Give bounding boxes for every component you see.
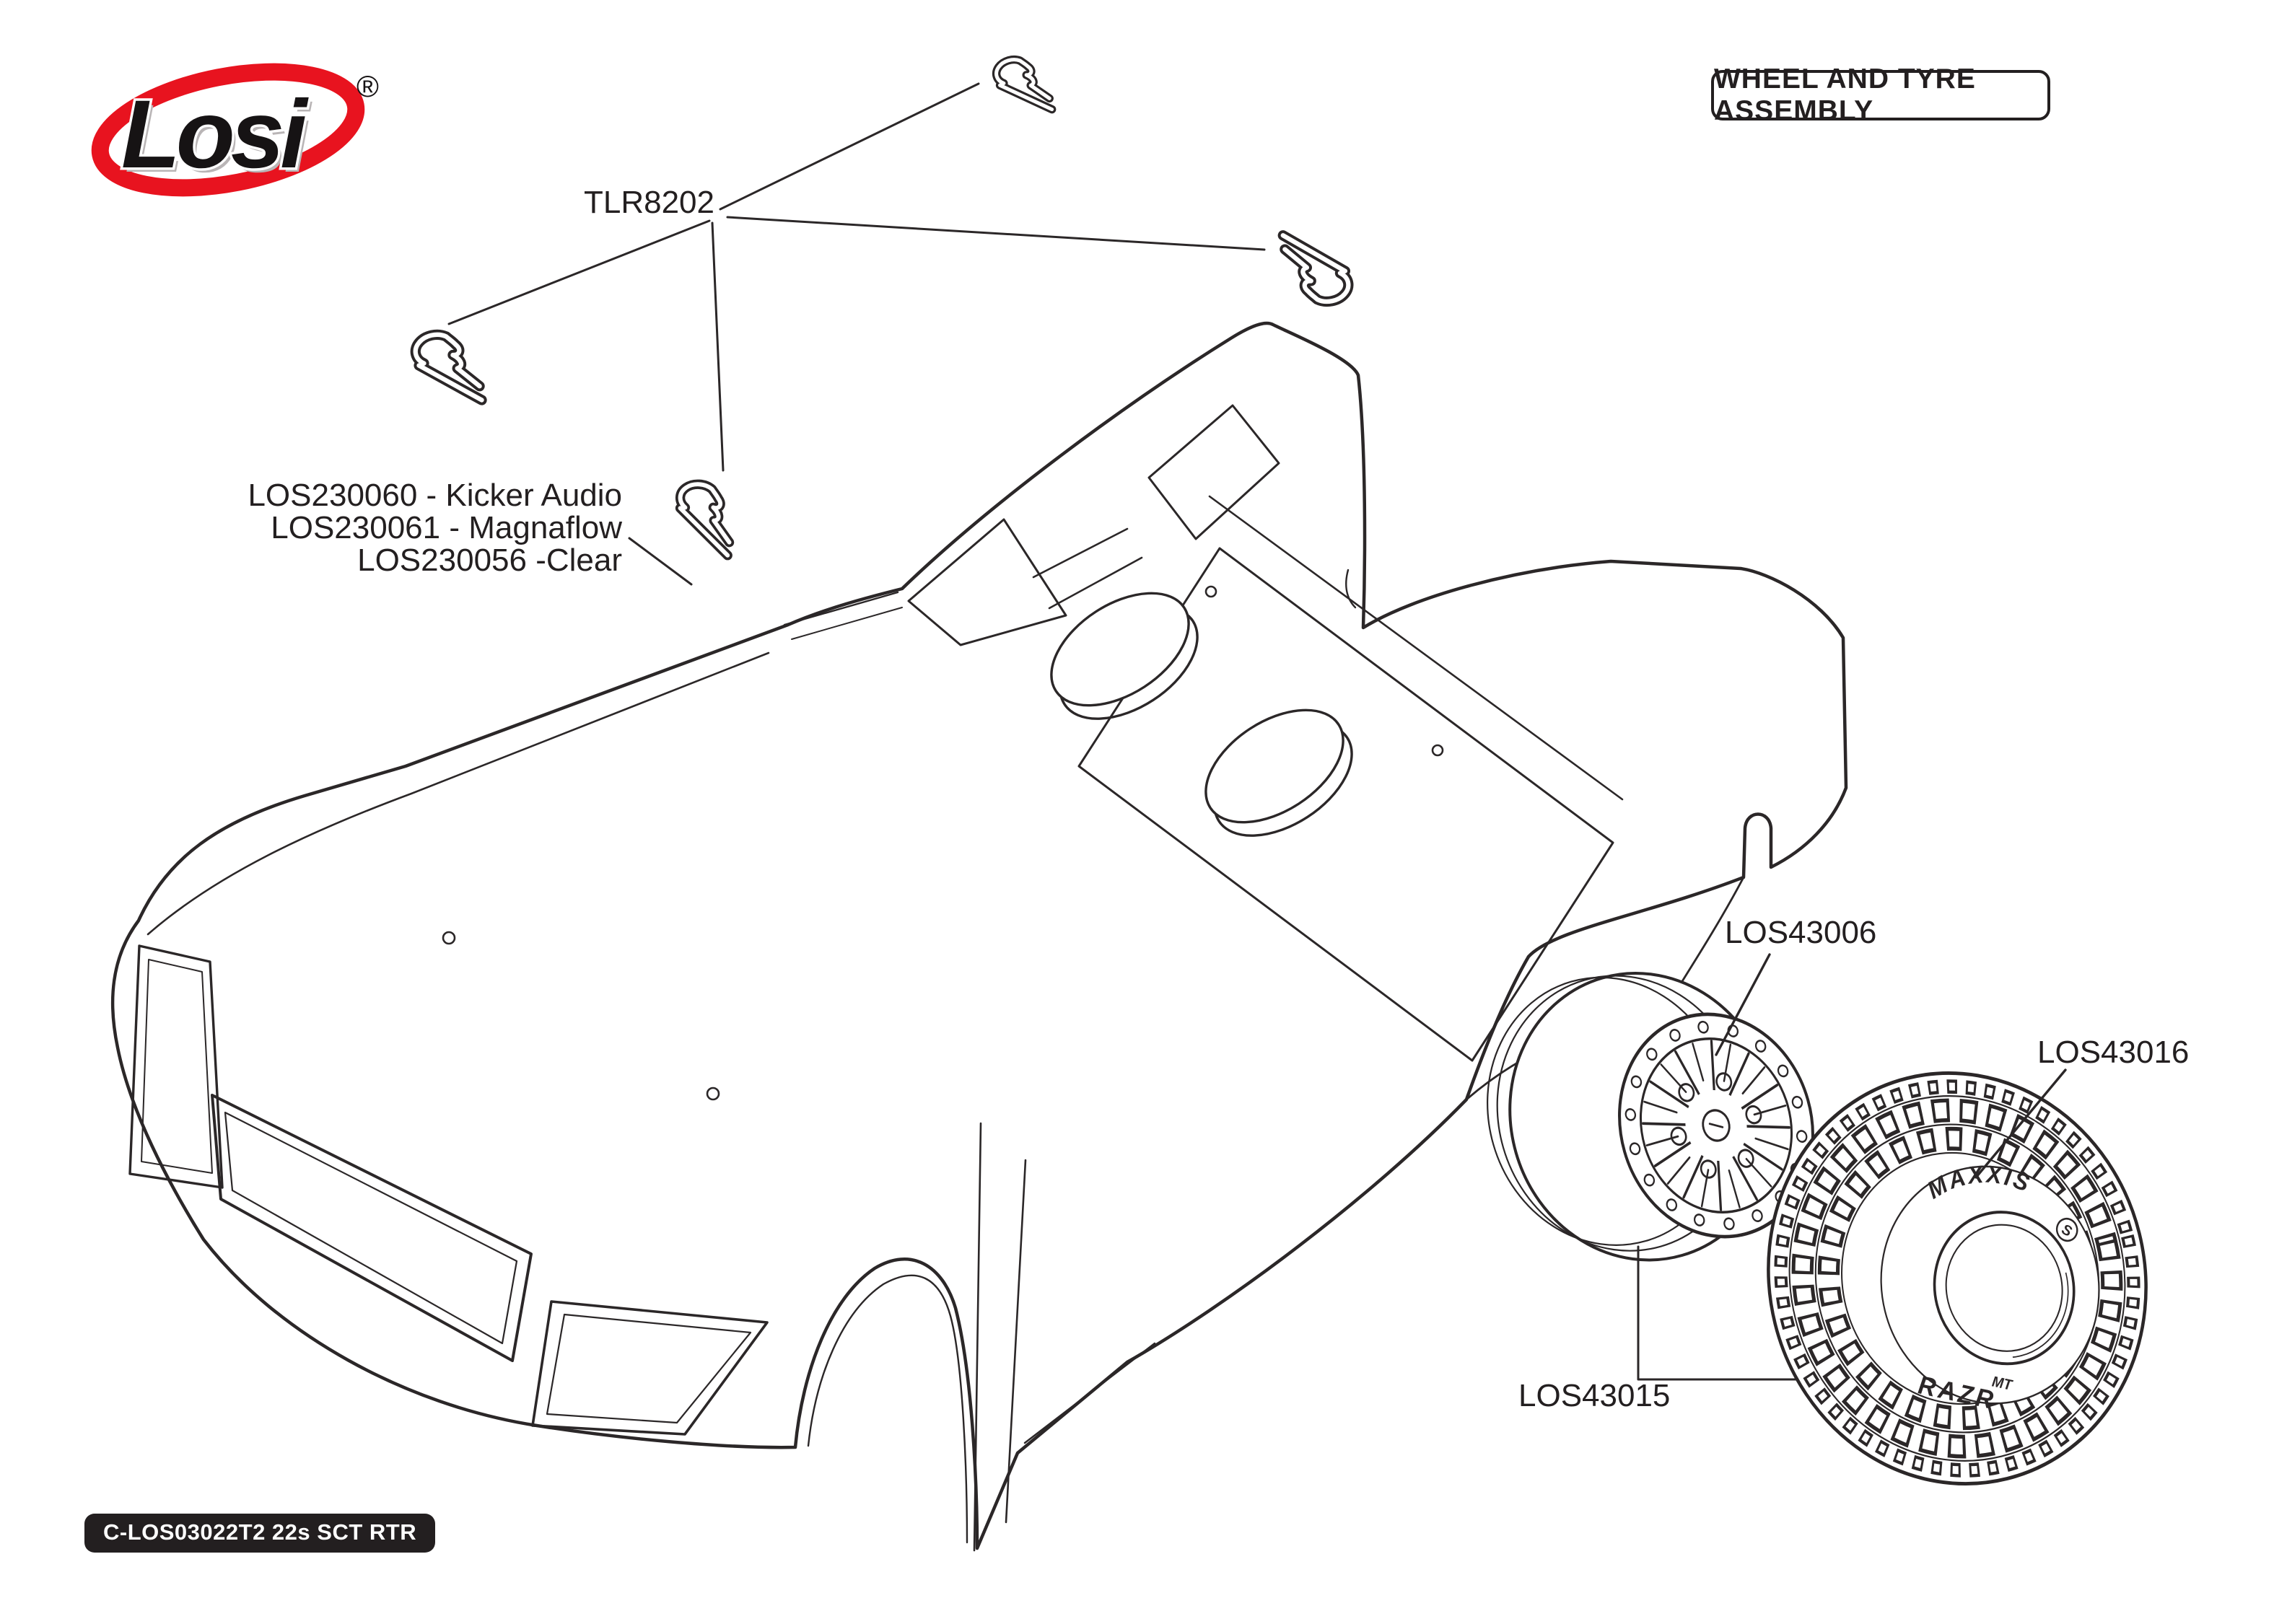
body-clip-icon bbox=[992, 57, 1059, 110]
kit-code: C-LOS03022T2 22s SCT RTR bbox=[103, 1519, 417, 1545]
truck-body-drawing bbox=[110, 321, 1848, 1552]
wheel-drawing bbox=[1487, 972, 1814, 1262]
speaker-oval bbox=[1050, 592, 1199, 720]
label-body-options: LOS230060 - Kicker Audio LOS230061 - Mag… bbox=[248, 479, 622, 576]
tire-drawing: MAXXIS S RAZR MT bbox=[1767, 1071, 2148, 1486]
speaker-oval bbox=[1204, 708, 1353, 837]
label-body-option-line: LOS230060 - Kicker Audio bbox=[248, 478, 622, 513]
body-clip-icon bbox=[408, 330, 495, 400]
svg-text:Losi: Losi bbox=[125, 85, 312, 193]
registered-mark: ® bbox=[357, 69, 379, 103]
page-title-box: WHEEL AND TYRE ASSEMBLY bbox=[1711, 63, 2050, 126]
label-wheel: LOS43006 bbox=[1725, 915, 1877, 950]
label-body-option-line: LOS230061 - Magnaflow bbox=[271, 510, 622, 545]
page-title: WHEEL AND TYRE ASSEMBLY bbox=[1714, 63, 1976, 126]
logo-text: Losi bbox=[121, 81, 309, 188]
label-wheel-tire-assembly: LOS43015 bbox=[1518, 1378, 1671, 1413]
logo-swoosh bbox=[91, 63, 365, 197]
leader-lines bbox=[447, 82, 2067, 1381]
body-clip-icon bbox=[666, 477, 753, 556]
label-tire: LOS43016 bbox=[2037, 1035, 2190, 1070]
label-body-option-line: LOS230056 -Clear bbox=[357, 543, 622, 578]
body-clip-icon bbox=[1269, 235, 1357, 307]
losi-logo: Losi Losi ® bbox=[91, 63, 379, 197]
kit-code-badge: C-LOS03022T2 22s SCT RTR bbox=[84, 1514, 436, 1553]
label-body-clips: TLR8202 bbox=[583, 185, 714, 220]
